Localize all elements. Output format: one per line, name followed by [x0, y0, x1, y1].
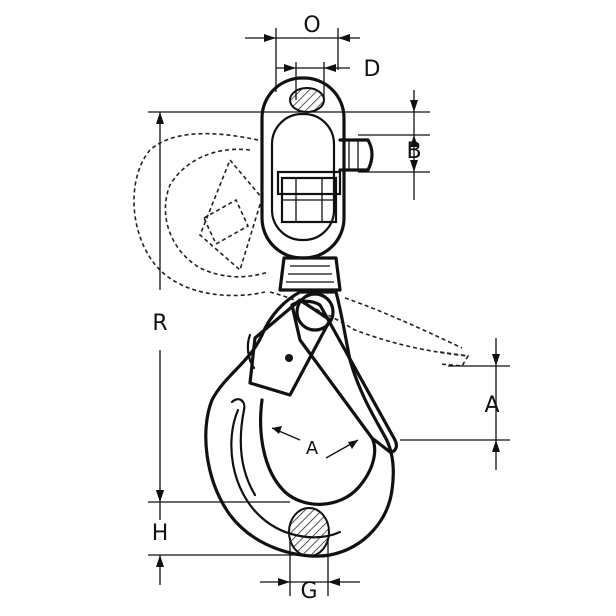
label-o: O	[303, 13, 320, 38]
swivel-eye	[260, 76, 374, 260]
label-a-right: A	[484, 393, 499, 418]
dimension-a-right	[400, 338, 510, 470]
dimension-d	[276, 62, 350, 100]
dimension-r	[148, 111, 300, 503]
label-a-inner: A	[306, 438, 319, 459]
dimension-h	[148, 490, 306, 585]
hook-neck	[278, 256, 342, 292]
label-r: R	[152, 311, 167, 336]
label-g: G	[300, 579, 317, 604]
hook-body	[204, 290, 398, 558]
dimension-b	[300, 90, 430, 200]
dimension-g	[260, 540, 360, 596]
dimension-o	[245, 28, 360, 92]
label-h: H	[152, 521, 169, 546]
dimension-a-inner	[271, 426, 359, 459]
phantom-hook-outline	[133, 132, 470, 367]
label-d: D	[364, 57, 381, 82]
label-b: B	[406, 139, 421, 164]
